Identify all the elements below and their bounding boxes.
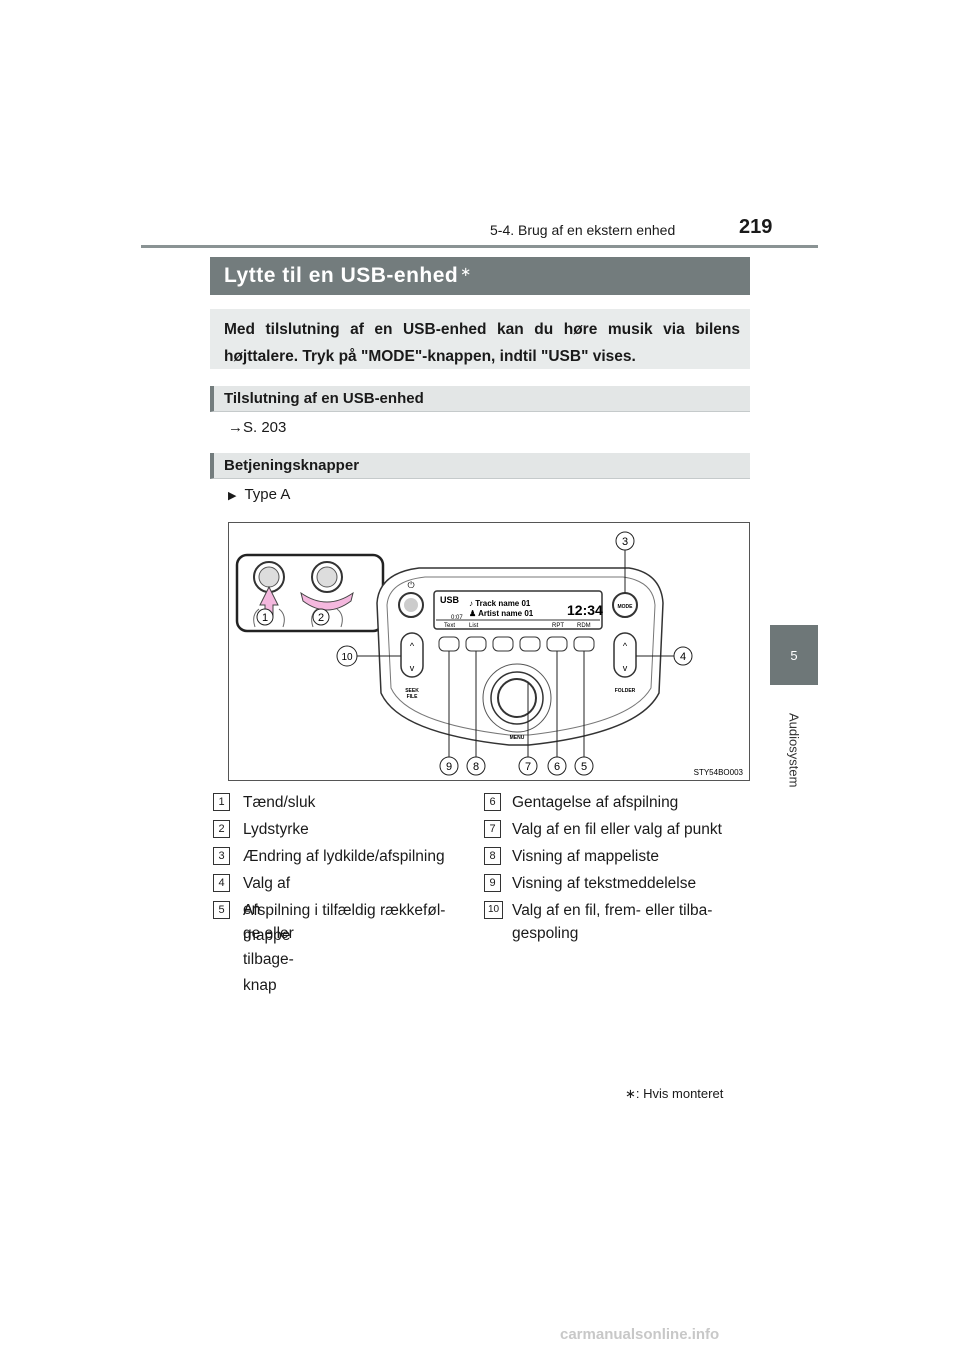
controls-heading: Betjeningsknapper — [210, 453, 750, 479]
type-label: ▶ Type A — [228, 486, 290, 503]
mode-label: MODE — [618, 604, 634, 610]
softkey-4 — [519, 636, 541, 652]
callout-10-text: 10 — [341, 652, 353, 663]
callout-8-text: 8 — [473, 761, 479, 773]
seek-label: SEEK — [405, 688, 419, 694]
svg-text:^: ^ — [410, 641, 415, 651]
legend-text-8: Visning af mappeliste — [512, 848, 660, 865]
audio-unit-illustration: 1 2 ⏻ USB ♪ Track name 01 ♟ Artist name … — [235, 531, 744, 777]
callout-2-text: 2 — [318, 612, 324, 624]
legend-num-1: 1 — [213, 793, 230, 811]
legend-text-3: Ændring af lydkilde/afspilning — [243, 848, 445, 865]
callout-4: 4 — [673, 646, 693, 666]
legend-num-7: 7 — [484, 820, 501, 838]
legend-text-7: Valg af en fil eller valg af punkt — [512, 821, 722, 838]
callout-2: 2 — [312, 608, 330, 626]
display-track: ♪ Track name 01 — [469, 599, 531, 608]
callout-10: 10 — [336, 645, 358, 667]
file-label: FILE — [407, 694, 418, 700]
callout-9-text: 9 — [446, 761, 452, 773]
softkey-rpt-label: RPT — [552, 623, 564, 629]
type-label-text: Type A — [244, 486, 291, 503]
legend-text-4: Valg af en mappe — [243, 875, 291, 944]
seek-rocker — [400, 632, 424, 678]
svg-text:v: v — [623, 663, 628, 673]
svg-text:v: v — [410, 663, 415, 673]
page-reference: →S. 203 — [228, 419, 287, 436]
folder-label: FOLDER — [615, 688, 636, 694]
legend-num-10: 10 — [484, 901, 503, 919]
header-divider — [141, 245, 818, 248]
rotate-arrow-icon — [300, 591, 354, 611]
connection-heading: Tilslutning af en USB-enhed — [210, 386, 750, 412]
legend-num-4: 4 — [213, 874, 230, 892]
softkey-3 — [492, 636, 514, 652]
display-artist: ♟ Artist name 01 — [469, 609, 534, 618]
section-title: Lytte til en USB-enhed∗ — [210, 257, 750, 295]
callout-7-text: 7 — [525, 761, 531, 773]
softkey-list-label: List — [469, 623, 479, 629]
display-time: 12:34 — [567, 602, 603, 618]
callout-4-text: 4 — [680, 651, 686, 663]
callout-6-text: 6 — [554, 761, 560, 773]
chapter-title: 5-4. Brug af en ekstern enhed — [490, 222, 676, 238]
triangle-bullet-icon: ▶ — [228, 490, 237, 502]
softkey-1 — [438, 636, 460, 652]
softkey-2 — [465, 636, 487, 652]
callout-3-text: 3 — [622, 536, 628, 548]
push-arrow-icon — [259, 585, 279, 618]
legend-num-2: 2 — [213, 820, 230, 838]
display-counter: 0:07 — [451, 615, 463, 621]
folder-rocker — [613, 632, 637, 678]
figure-code: STY54BO003 — [694, 768, 744, 777]
callout-5: 5 — [574, 756, 594, 776]
page-number: 219 — [739, 216, 773, 238]
asterisk-mark: ∗ — [460, 264, 472, 279]
legend-num-9: 9 — [484, 874, 501, 892]
menu-label: MENU — [510, 735, 525, 741]
softkey-5 — [546, 636, 568, 652]
callout-7: 7 — [518, 756, 538, 776]
display-source: USB — [440, 595, 460, 605]
callout-3: 3 — [615, 531, 635, 551]
legend-text-5-cont: ge eller tilbage-knap — [243, 925, 294, 994]
legend-num-6: 6 — [484, 793, 501, 811]
softkey-rdm-label: RDM — [577, 623, 591, 629]
callout-6: 6 — [547, 756, 567, 776]
callout-1-text: 1 — [262, 612, 268, 624]
softkey-text-label: Text — [444, 623, 455, 629]
section-title-text: Lytte til en USB-enhed — [224, 264, 459, 287]
callout-1: 1 — [256, 608, 274, 626]
footnote: ∗: Hvis monteret — [625, 1086, 724, 1101]
chapter-tab: 5 — [770, 625, 818, 685]
legend-text-9: Visning af tekstmeddelelse — [512, 875, 697, 892]
legend-text-2: Lydstyrke — [243, 821, 309, 838]
chapter-tab-label: Audiosystem — [786, 712, 802, 788]
intro-text: Med tilslutning af en USB-enhed kan du h… — [210, 309, 750, 369]
legend-text-5: Afspilning i tilfældig rækkeføl- — [243, 902, 446, 919]
callout-8: 8 — [466, 756, 486, 776]
legend-text-1: Tænd/sluk — [243, 794, 316, 811]
audio-unit-figure: 1 2 ⏻ USB ♪ Track name 01 ♟ Artist name … — [228, 522, 750, 781]
svg-text:⏻: ⏻ — [407, 580, 414, 590]
svg-text:^: ^ — [623, 641, 628, 651]
legend-text-10: Valg af en fil, frem- eller tilba- — [512, 902, 713, 919]
menu-knob — [497, 678, 537, 718]
legend-text-10-cont: gespoling — [512, 925, 579, 942]
callout-9: 9 — [439, 756, 459, 776]
callout-5-text: 5 — [581, 761, 587, 773]
legend-text-6: Gentagelse af afspilning — [512, 794, 679, 811]
legend-num-8: 8 — [484, 847, 501, 865]
legend-num-3: 3 — [213, 847, 230, 865]
watermark: carmanualsonline.info — [560, 1326, 720, 1343]
legend-num-5: 5 — [213, 901, 230, 919]
softkey-6 — [573, 636, 595, 652]
